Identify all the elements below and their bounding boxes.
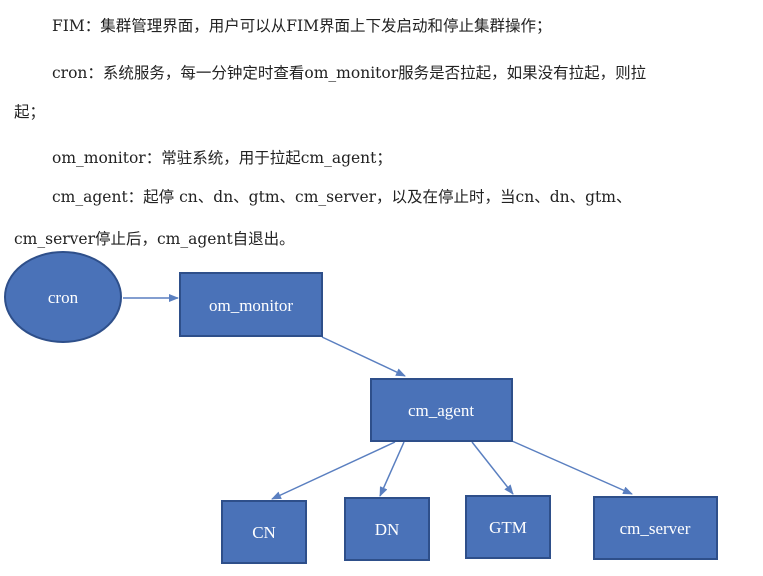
edge-cm-agent-cn: [271, 441, 396, 500]
desc-fim: FIM：集群管理界面，用户可以从FIM界面上下发启动和停止集群操作；: [52, 17, 552, 35]
node-om-monitor: om_monitor: [179, 272, 323, 337]
node-cm-server: cm_server: [593, 496, 718, 560]
node-om-monitor-label: om_monitor: [209, 296, 293, 315]
node-cm-agent: cm_agent: [370, 378, 513, 442]
desc-cron-line2: 起；: [14, 103, 46, 121]
desc-cron-line1: cron：系统服务，每一分钟定时查看om_monitor服务是否拉起，如果没有拉…: [52, 64, 647, 82]
node-cron: cron: [4, 251, 122, 343]
desc-cm-agent-line1: cm_agent：起停 cn、dn、gtm、cm_server，以及在停止时，当…: [52, 188, 632, 206]
node-dn-label: DN: [375, 520, 400, 539]
desc-om-monitor: om_monitor：常驻系统，用于拉起cm_agent；: [52, 149, 392, 167]
node-cm-server-label: cm_server: [620, 519, 691, 538]
node-dn: DN: [344, 497, 430, 561]
desc-cm-agent-line2: cm_server停止后，cm_agent自退出。: [14, 230, 295, 248]
edge-cm-agent-cm-server: [511, 440, 633, 495]
edge-cm-agent-gtm: [471, 441, 514, 495]
node-cm-agent-label: cm_agent: [408, 401, 474, 420]
edge-om-monitor-cm-agent: [321, 336, 406, 377]
node-gtm: GTM: [465, 495, 551, 559]
node-cn: CN: [221, 500, 307, 564]
node-cn-label: CN: [252, 523, 276, 542]
edge-cm-agent-dn: [379, 441, 405, 497]
node-gtm-label: GTM: [489, 518, 527, 537]
node-cron-label: cron: [48, 288, 79, 307]
